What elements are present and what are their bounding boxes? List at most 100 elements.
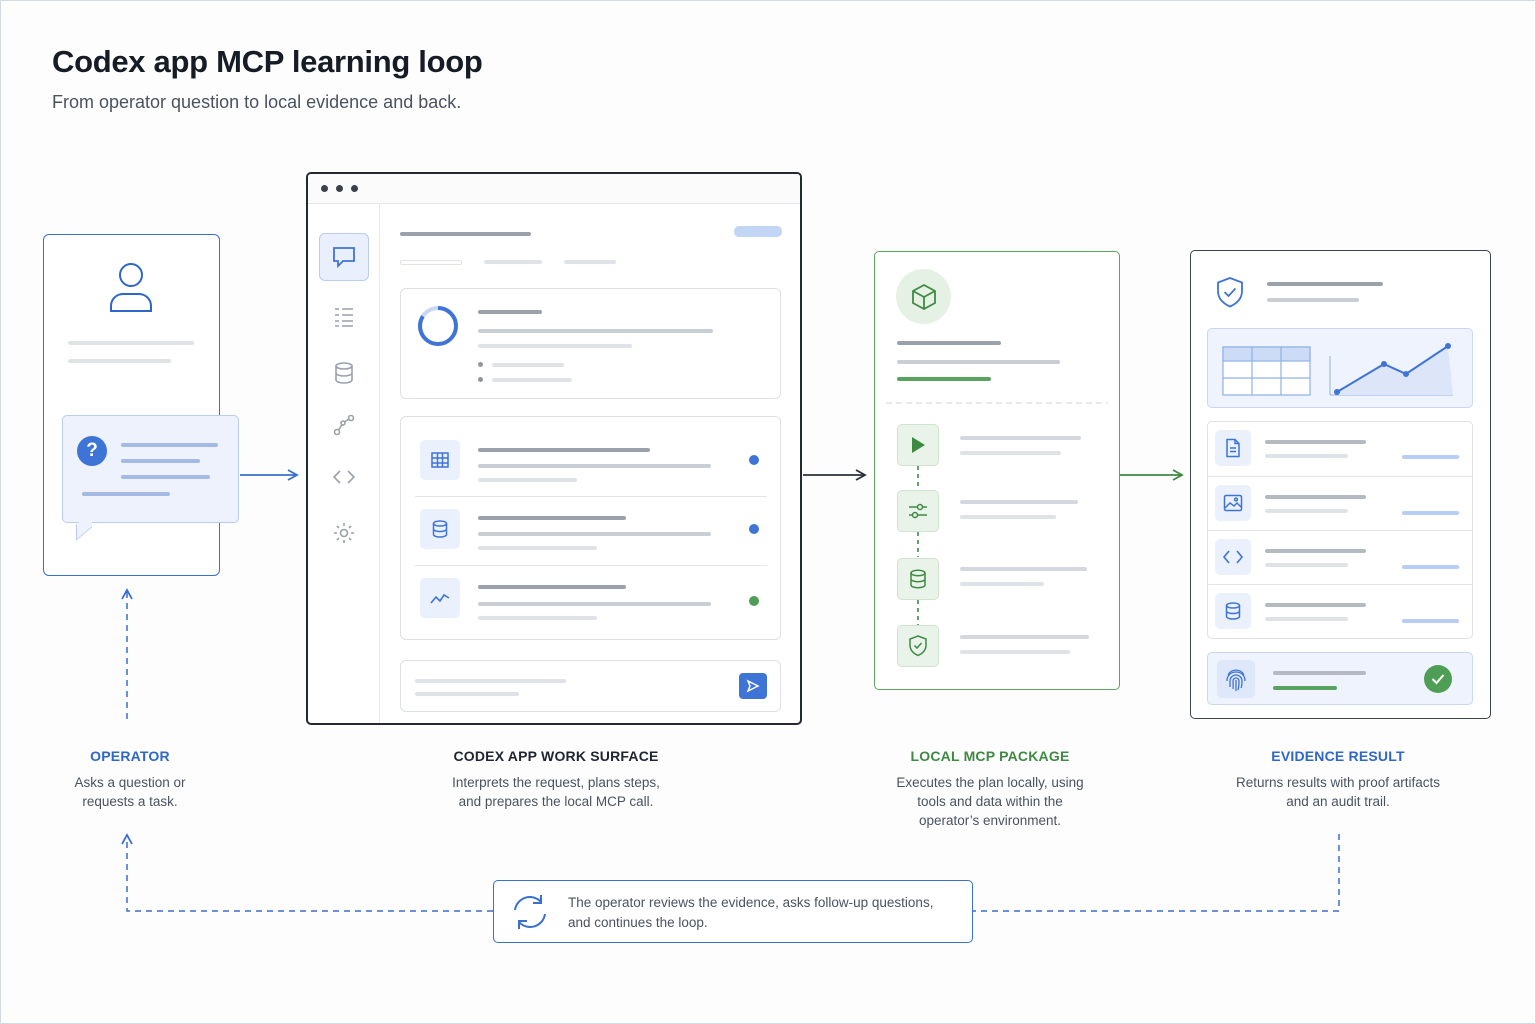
question-icon: ? [77,436,107,466]
plan-panel [400,288,781,399]
row-line [478,478,577,482]
bullet [478,377,483,382]
operator-caption: OPERATOR Asks a question or requests a t… [20,748,240,811]
question-text-line [121,459,200,463]
description-line: tools and data within the [917,794,1063,809]
play-icon [897,424,939,466]
progress-ring-icon [418,306,458,346]
artifact-tag [1402,511,1459,515]
step-line [960,436,1081,440]
image-icon[interactable] [1215,485,1251,521]
mcp-package-caption: LOCAL MCP PACKAGE Executes the plan loca… [840,748,1140,830]
stage-title: CODEX APP WORK SURFACE [453,748,659,764]
mcp-progress-line [897,377,991,381]
row-line [478,616,597,620]
mcp-line [897,341,1001,345]
database-icon [420,509,460,549]
database-icon [897,558,939,600]
description-line: operator’s environment. [918,813,1062,828]
composer-line [415,679,566,683]
artifact-tag [1402,455,1459,459]
loop-note-line: and continues the loop. [568,914,708,930]
artifact-line [1265,603,1366,607]
artifact-line [1265,549,1366,553]
row-line [478,516,626,520]
work-tab[interactable] [564,260,616,264]
send-icon [746,679,760,693]
operator-card [43,234,220,576]
evidence-header-line [1267,282,1383,286]
plan-line [478,344,632,348]
step-line [960,451,1061,455]
artifact-line [1265,440,1366,444]
page-title: Codex app MCP learning loop [52,44,483,79]
send-button[interactable] [739,673,767,699]
description-line: Asks a question or [74,775,186,790]
row-separator [1208,584,1472,585]
document-icon[interactable] [1215,430,1251,466]
code-icon[interactable] [1215,539,1251,575]
shield-check-icon [1217,277,1243,308]
audit-line [1273,671,1366,675]
question-text-line [82,492,170,496]
mcp-line [897,360,1060,364]
work-tab[interactable] [400,260,462,265]
row-line [478,464,711,468]
work-tab[interactable] [484,260,542,264]
row-line [478,585,626,589]
evidence-preview [1207,328,1473,408]
stage-description: Interprets the request, plans steps, and… [391,773,721,811]
code-icon[interactable] [319,453,369,501]
artifact-line [1265,454,1348,458]
description-line: and prepares the local MCP call. [458,794,654,809]
check-icon [1424,665,1452,693]
stage-title: EVIDENCE RESULT [1271,748,1405,764]
step-line [960,567,1087,571]
workflow-icon[interactable] [319,401,369,449]
window-dot [336,185,343,192]
question-bubble [62,415,239,523]
package-icon [896,269,951,324]
status-dot [749,524,759,534]
status-dot [749,455,759,465]
database-icon[interactable] [319,349,369,397]
description-line: requests a task. [82,794,178,809]
tool-list-panel [400,416,781,640]
stage-description: Returns results with proof artifacts and… [1190,773,1486,811]
page-subtitle: From operator question to local evidence… [52,92,462,112]
operator-text-line [68,359,171,363]
description-line: Executes the plan locally, using [896,775,1084,790]
mcp-package-card [874,251,1120,690]
gear-icon[interactable] [319,509,369,557]
stage-title: OPERATOR [90,748,170,764]
plan-line [478,310,542,314]
description-line: Interprets the request, plans steps, [452,775,660,790]
step-line [960,582,1044,586]
artifact-tag [1402,619,1459,623]
row-line [478,448,650,452]
question-text-line [121,475,210,479]
plan-line [478,329,713,333]
database-icon[interactable] [1215,593,1251,629]
work-header-line [400,232,531,236]
step-line [960,500,1078,504]
artifact-line [1265,563,1348,567]
refresh-icon [514,895,546,929]
plan-line [492,363,564,367]
shield-check-icon [897,625,939,667]
loop-note-line: The operator reviews the evidence, asks … [568,895,934,910]
stage-title: LOCAL MCP PACKAGE [910,748,1070,764]
step-line [960,635,1089,639]
step-line [960,515,1056,519]
artifact-line [1265,509,1348,513]
chat-icon[interactable] [319,233,369,281]
artifact-tag [1402,565,1459,569]
composer-input[interactable] [400,660,781,712]
loop-note-text: The operator reviews the evidence, asks … [568,893,963,932]
evidence-caption: EVIDENCE RESULT Returns results with pro… [1190,748,1486,811]
artifact-line [1265,495,1366,499]
fingerprint-icon [1217,660,1255,698]
composer-line [415,692,519,696]
work-header-pill[interactable] [734,226,782,237]
list-icon[interactable] [319,293,369,341]
